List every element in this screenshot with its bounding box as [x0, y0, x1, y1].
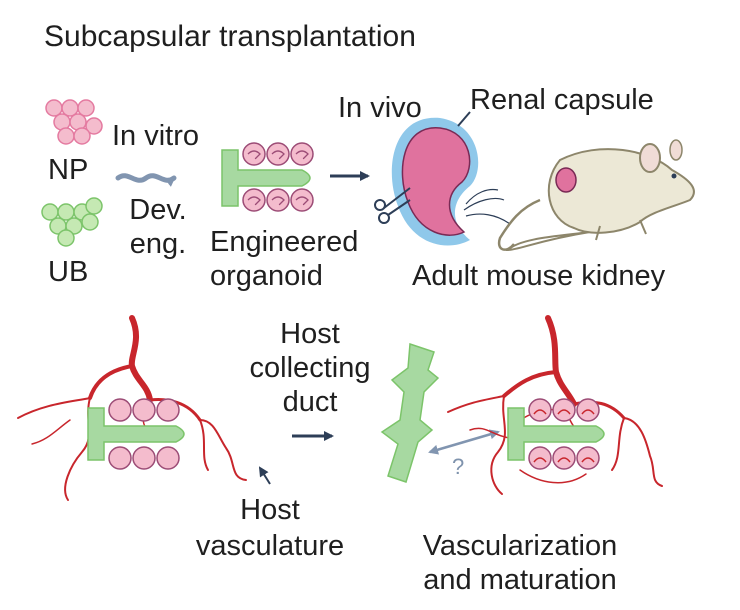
scissors-icon — [374, 187, 411, 224]
ub-label: UB — [48, 256, 89, 288]
question-mark-label: ? — [452, 454, 465, 479]
engineered-label-line2: organoid — [210, 260, 323, 292]
dev-eng-label-line1: Dev. — [129, 194, 187, 226]
renal-capsule-label: Renal capsule — [470, 84, 654, 116]
host-vasculature-label-line1: Host — [240, 494, 300, 526]
np-label: NP — [48, 154, 89, 186]
mouse-icon — [497, 139, 695, 252]
host-vasculature-left — [17, 315, 247, 501]
vascularization-label-line1: Vascularization — [422, 530, 618, 562]
ub-cell-cluster-icon — [41, 197, 103, 247]
kidney-icon — [391, 117, 511, 246]
in-vivo-label: In vivo — [338, 92, 422, 124]
page-title: Subcapsular transplantation — [44, 20, 416, 53]
np-cell-cluster-icon — [45, 99, 103, 145]
host-collecting-label-line2: collecting — [249, 352, 371, 384]
dev-eng-label-line2: eng. — [129, 228, 187, 260]
renal-capsule-pointer — [457, 111, 471, 127]
host-vasculature-right — [447, 315, 663, 495]
host-collecting-duct-icon — [380, 342, 440, 483]
organoid-bottom-left-icon — [87, 398, 185, 470]
adult-mouse-kidney-label: Adult mouse kidney — [412, 260, 666, 292]
vascularization-label-line2: and maturation — [423, 564, 617, 596]
connection-arrow — [428, 429, 500, 455]
engineered-organoid-icon — [221, 142, 314, 212]
engineered-label-line1: Engineered — [210, 226, 359, 258]
in-vitro-arrow — [115, 173, 177, 187]
host-vasculature-label-line2: vasculature — [195, 530, 345, 562]
host-collecting-label-line1: Host — [280, 318, 340, 350]
host-collecting-label-line3: duct — [282, 386, 338, 418]
in-vitro-label: In vitro — [112, 120, 200, 152]
organoid-bottom-right-icon — [507, 398, 605, 470]
host-vasculature-pointer — [258, 466, 271, 485]
